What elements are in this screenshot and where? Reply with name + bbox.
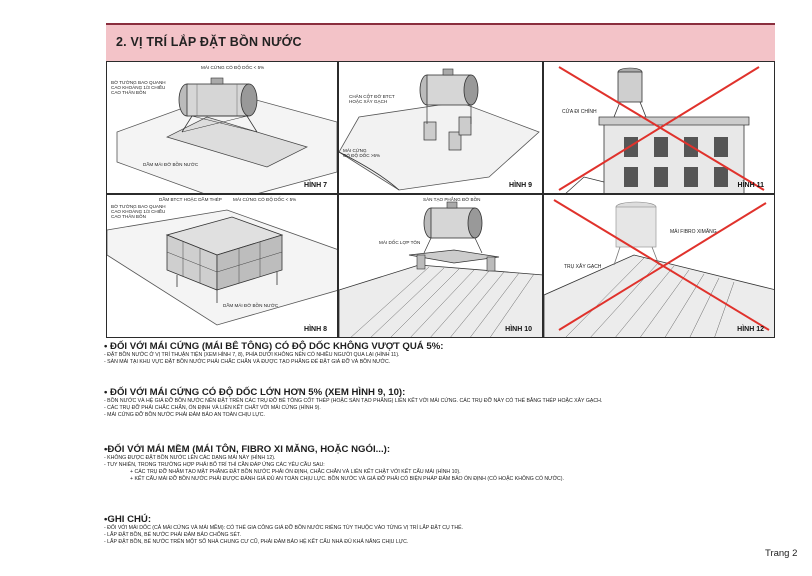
section-2-line: - CÁC TRỤ ĐỠ PHẢI CHẮC CHẮN, ỔN ĐỊNH VÀ … — [104, 405, 321, 411]
figure-8-label: HÌNH 8 — [304, 326, 327, 333]
section-3-title: •ĐỐI VỚI MÁI MỀM (MÁI TÔN, FIBRO XI MĂNG… — [104, 444, 391, 455]
figure-12-panel: MÁI FIBRO XIMĂNG TRỤ XÂY GẠCH HÌNH 12 — [543, 194, 775, 338]
page-number: Trang 2 — [765, 548, 798, 559]
figure-12-note-pillar: TRỤ XÂY GẠCH — [564, 264, 602, 270]
figure-10-panel: SÀN TẠO PHẲNG ĐỠ BỒN MÁI DỐC LỢP TÔN HÌN… — [338, 194, 543, 338]
figure-7-note-beam: DẦM MÁI ĐỠ BỒN NƯỚC — [143, 162, 199, 167]
figure-11-panel: CỬA ĐI CHÍNH HÌNH 11 — [543, 61, 775, 194]
section-2-line: - MÁI CỨNG ĐỠ BỒN NƯỚC PHẢI ĐẢM BẢO AN T… — [104, 412, 265, 418]
section-4-line: - LẮP ĐẶT BỒN, BỂ NƯỚC PHẢI ĐẢM BẢO CHỐN… — [104, 532, 241, 538]
section-4-line: - ĐỐI VỚI MÁI DỐC (CẢ MÁI CỨNG VÀ MÁI MỀ… — [104, 525, 463, 531]
figure-8-panel: DẦM BTCT HOẶC DẦM THÉP MÁI CỨNG CÓ ĐỘ DỐ… — [106, 194, 338, 338]
figure-7-label: HÌNH 7 — [304, 182, 327, 189]
figure-9-label: HÌNH 9 — [509, 182, 532, 189]
figure-12-note-fibro: MÁI FIBRO XIMĂNG — [670, 229, 717, 235]
figure-7-note-slope: MÁI CỨNG CÓ ĐỘ DỐC < 5% — [201, 65, 265, 70]
figure-11-drawing — [558, 66, 765, 193]
figure-8-note-support: DẦM MÁI ĐỠ BỒN NƯỚC — [223, 303, 279, 308]
section-2-title: • ĐỐI VỚI MÁI CỨNG CÓ ĐỘ DỐC LỚN HƠN 5% … — [104, 387, 406, 398]
figure-7-panel: MÁI CỨNG CÓ ĐỘ DỐC < 5% BỜ TƯỜNG BAO QUA… — [106, 61, 338, 194]
figure-9-panel: CHÂN CỘT ĐỠ BTCT HOẶC XÂY GẠCH MÁI CỨNG … — [338, 61, 543, 194]
section-3-line: - TUY NHIÊN, TRONG TRƯỜNG HỢP PHẢI BỐ TR… — [104, 462, 325, 468]
figure-8-note-wall: BỜ TƯỜNG BAO QUANH CAO KHOẢNG 1/3 CHIỀU … — [111, 204, 166, 219]
figure-grid: MÁI CỨNG CÓ ĐỘ DỐC < 5% BỜ TƯỜNG BAO QUA… — [106, 61, 775, 338]
section-1-line: - SÀN MÁI TẠI KHU VỰC ĐẶT BỒN NƯỚC PHẢI … — [104, 359, 391, 365]
figure-10-drawing — [339, 201, 542, 337]
figure-8-note-slope: MÁI CỨNG CÓ ĐỘ DỐC < 5% — [233, 197, 297, 202]
figure-8-note-beam-type: DẦM BTCT HOẶC DẦM THÉP — [159, 197, 222, 202]
figure-9-note-column: CHÂN CỘT ĐỠ BTCT HOẶC XÂY GẠCH — [349, 94, 395, 104]
section-3-subline: + KẾT CẤU MÁI ĐỠ BỒN NƯỚC PHẢI ĐƯỢC ĐÁNH… — [130, 476, 564, 482]
section-notes: •GHI CHÚ: - ĐỐI VỚI MÁI DỐC (CẢ MÁI CỨNG… — [104, 514, 463, 546]
section-1-line: - ĐẶT BỒN NƯỚC Ở VỊ TRÍ THUẬN TIỆN (XEM … — [104, 352, 400, 358]
figure-7-drawing — [116, 77, 337, 193]
figure-11-label: HÌNH 11 — [737, 182, 764, 189]
figure-7-note-wall: BỜ TƯỜNG BAO QUANH CAO KHOẢNG 1/3 CHIỀU … — [111, 80, 166, 95]
section-soft-roof: •ĐỐI VỚI MÁI MỀM (MÁI TÔN, FIBRO XI MĂNG… — [104, 444, 564, 483]
section-1-title: • ĐỐI VỚI MÁI CỨNG (MÁI BÊ TÔNG) CÓ ĐỘ D… — [104, 341, 444, 352]
section-3-line: - KHÔNG ĐƯỢC ĐẶT BỒN NƯỚC LÊN CÁC DẠNG M… — [104, 455, 276, 461]
section-hard-roof-high-slope: • ĐỐI VỚI MÁI CỨNG CÓ ĐỘ DỐC LỚN HƠN 5% … — [104, 387, 602, 419]
figure-12-drawing — [544, 199, 774, 337]
figure-9-note-roof: MÁI CỨNG CÓ ĐỘ DỐC >5% — [343, 148, 381, 158]
figure-9-drawing — [339, 68, 540, 191]
figure-8-drawing — [107, 209, 337, 326]
section-4-title: •GHI CHÚ: — [104, 514, 152, 525]
figure-10-note-platform: SÀN TẠO PHẲNG ĐỠ BỒN — [423, 197, 481, 202]
figure-12-label: HÌNH 12 — [737, 326, 764, 333]
section-title: 2. VỊ TRÍ LẮP ĐẶT BỒN NƯỚC — [116, 35, 302, 49]
section-hard-roof-low-slope: • ĐỐI VỚI MÁI CỨNG (MÁI BÊ TÔNG) CÓ ĐỘ D… — [104, 341, 443, 366]
figure-11-note-door: CỬA ĐI CHÍNH — [562, 109, 597, 115]
section-2-line: - BỒN NƯỚC VÀ HỆ GIÁ ĐỠ BỒN NƯỚC NÊN ĐẶT… — [104, 398, 603, 404]
figure-10-label: HÌNH 10 — [505, 326, 532, 333]
figure-10-note-roof: MÁI DỐC LỢP TÔN — [379, 240, 421, 245]
section-4-line: - LẮP ĐẶT BỒN, BỂ NƯỚC TRÊN MỘT SỐ NHÀ C… — [104, 539, 409, 545]
section-3-subline: + CÁC TRỤ ĐỠ NHẰM TẠO MẶT PHẲNG ĐẶT BỒN … — [130, 469, 461, 475]
section-header: 2. VỊ TRÍ LẮP ĐẶT BỒN NƯỚC — [106, 23, 775, 64]
